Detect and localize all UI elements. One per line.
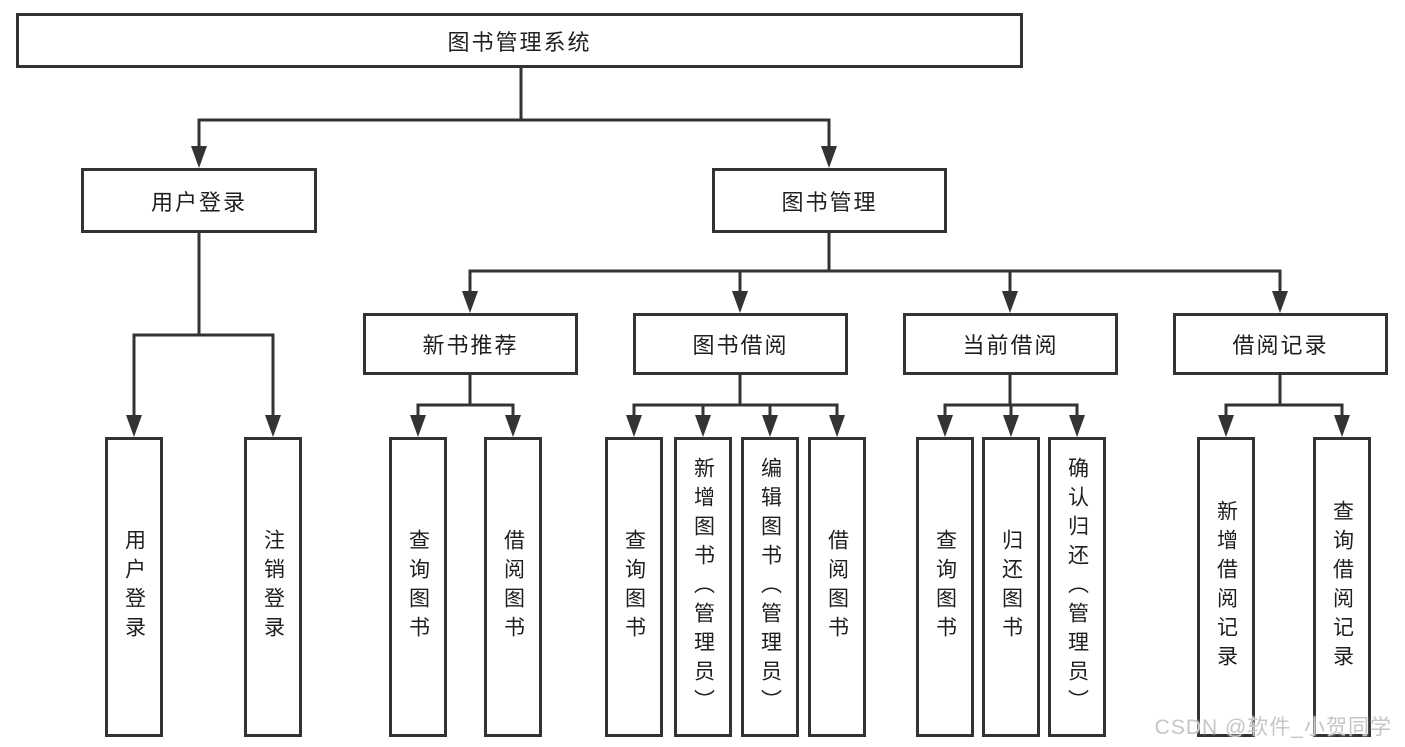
leaf-query-books-current: 查询图书 <box>916 437 974 737</box>
leaf-return-books: 归还图书 <box>982 437 1040 737</box>
leaf-user-login: 用户登录 <box>105 437 163 737</box>
node-borrowing-records: 借阅记录 <box>1173 313 1388 375</box>
leaf-query-books-recommend: 查询图书 <box>389 437 447 737</box>
node-book-management: 图书管理 <box>712 168 947 233</box>
arrowheads <box>126 146 1350 437</box>
leaf-borrow-books-recommend: 借阅图书 <box>484 437 542 737</box>
leaf-add-books-admin: 新增图书（管理员） <box>674 437 732 737</box>
watermark: CSDN @软件_小贺同学 <box>1154 716 1392 739</box>
leaf-add-borrow-record: 新增借阅记录 <box>1197 437 1255 737</box>
leaf-edit-books-admin: 编辑图书（管理员） <box>741 437 799 737</box>
leaf-query-borrow-record: 查询借阅记录 <box>1313 437 1371 737</box>
node-library-management-system: 图书管理系统 <box>16 13 1023 68</box>
leaf-confirm-return-admin: 确认归还（管理员） <box>1048 437 1106 737</box>
leaf-query-books-borrowing: 查询图书 <box>605 437 663 737</box>
node-new-book-recommendation: 新书推荐 <box>363 313 578 375</box>
leaf-borrow-books-borrowing: 借阅图书 <box>808 437 866 737</box>
node-current-borrowing: 当前借阅 <box>903 313 1118 375</box>
node-book-borrowing: 图书借阅 <box>633 313 848 375</box>
node-user-login: 用户登录 <box>81 168 317 233</box>
leaf-logout-login: 注销登录 <box>244 437 302 737</box>
